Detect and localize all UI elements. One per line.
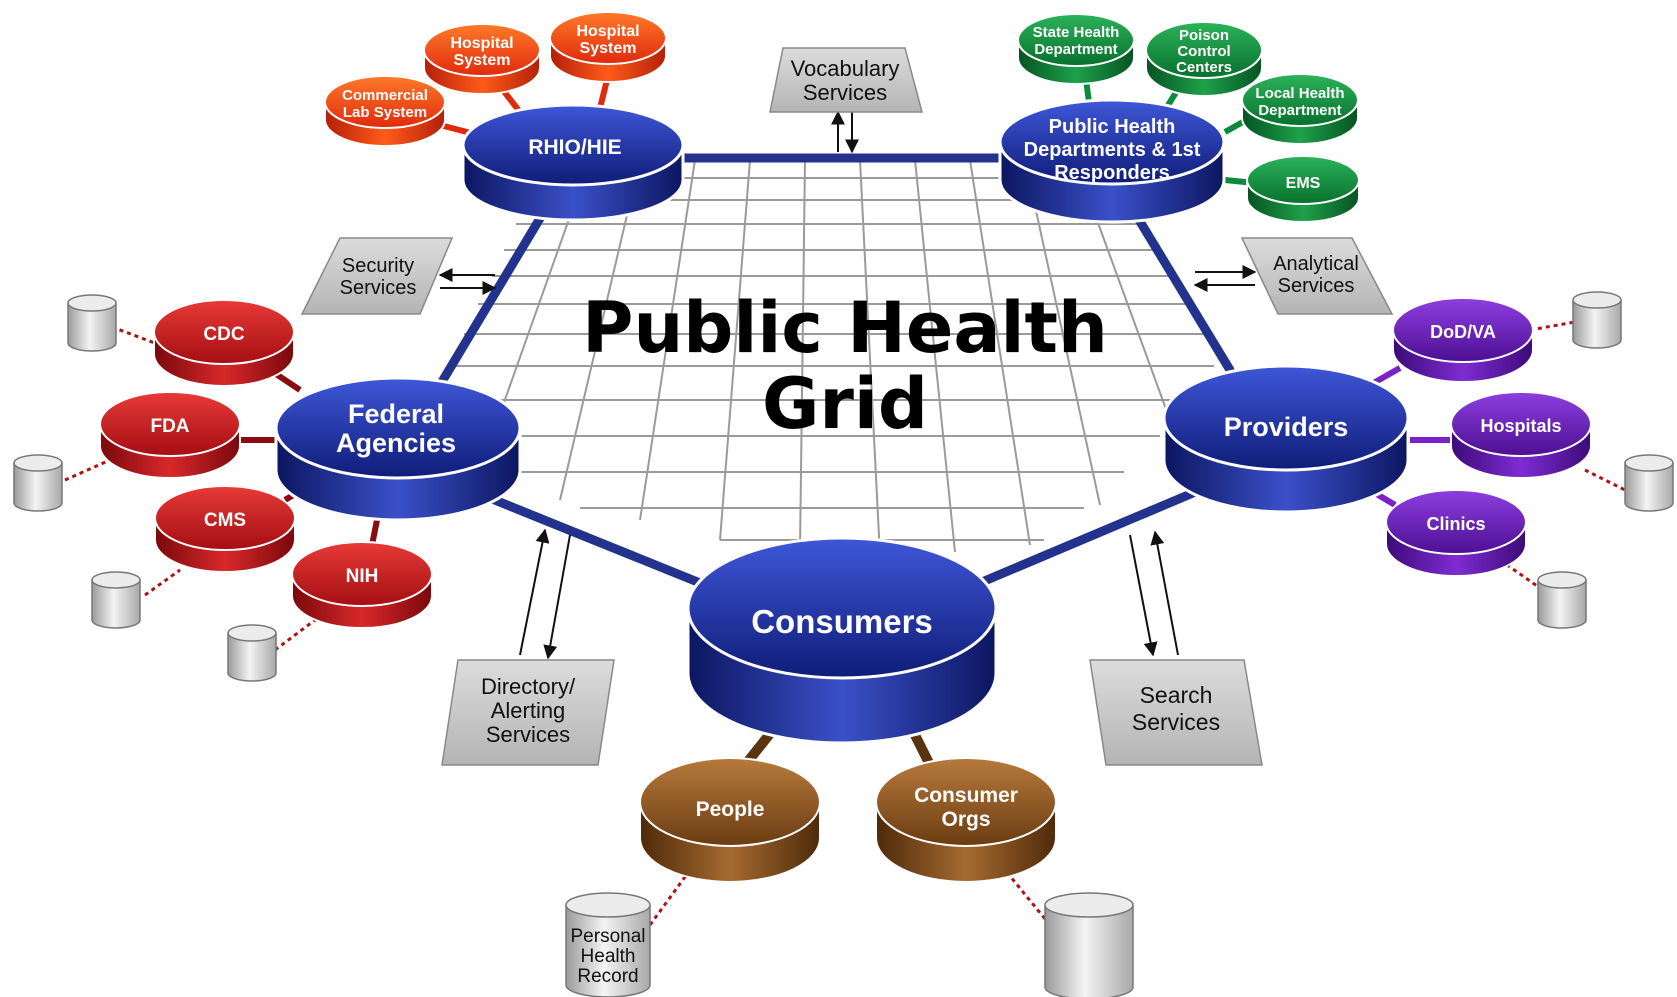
- local-health-department-node[interactable]: Local Health Department: [1241, 73, 1359, 145]
- database-icon: [67, 294, 117, 352]
- connector-rhio-federal: [435, 200, 553, 390]
- federal-agencies-hub[interactable]: Federal Agencies: [274, 376, 522, 522]
- database-icon: [1044, 892, 1134, 997]
- vocabulary-services-line-2: Services: [803, 80, 887, 105]
- hospital-system-node-1[interactable]: Hospital System: [423, 23, 541, 95]
- consumer-orgs-node[interactable]: Consumer Orgs: [875, 757, 1057, 883]
- grid-area: [440, 158, 1230, 560]
- consumers-label: Consumers: [751, 603, 933, 640]
- connector-providers-consumers: [970, 485, 1205, 590]
- personal-health-record-database[interactable]: Personal Health Record: [565, 892, 651, 997]
- database-cylinders: [13, 291, 1674, 997]
- phr-line-1: Personal: [571, 926, 646, 947]
- providers-hub[interactable]: Providers: [1162, 364, 1410, 514]
- hospitals-label: Hospitals: [1480, 416, 1561, 436]
- public-health-line-3: Responders: [1054, 162, 1170, 184]
- hub-connectors: [435, 153, 1235, 590]
- cms-label: CMS: [204, 510, 246, 531]
- phr-line-2: Health: [581, 946, 636, 967]
- hospital-system-2-line-1: Hospital: [576, 23, 639, 40]
- database-icon: [1624, 454, 1674, 512]
- title-line-1: Public Health: [582, 287, 1108, 369]
- database-icon: [227, 624, 277, 682]
- security-services-line-1: Security: [342, 255, 414, 277]
- hospital-system-1-line-1: Hospital: [450, 35, 513, 52]
- hospitals-node[interactable]: Hospitals: [1450, 391, 1592, 479]
- local-health-line-1: Local Health: [1255, 85, 1344, 102]
- state-health-line-1: State Health: [1033, 24, 1120, 41]
- local-health-line-2: Department: [1258, 102, 1341, 119]
- vocabulary-services-box[interactable]: Vocabulary Services: [769, 47, 923, 113]
- poison-control-line-3: Centers: [1176, 59, 1232, 76]
- connector-federal-consumers: [465, 485, 710, 590]
- commercial-lab-line-1: Commercial: [342, 87, 428, 104]
- hospital-system-node-2[interactable]: Hospital System: [549, 11, 667, 83]
- cms-node[interactable]: CMS: [154, 485, 296, 573]
- database-icon: [1537, 571, 1587, 629]
- public-health-departments-hub[interactable]: Public Health Departments & 1st Responde…: [998, 98, 1226, 224]
- fda-label: FDA: [150, 416, 189, 437]
- rhio-hie-hub[interactable]: RHIO/HIE: [461, 103, 685, 222]
- hospital-system-2-line-2: System: [580, 40, 637, 57]
- rhio-hie-label: RHIO/HIE: [528, 136, 621, 159]
- clinics-node[interactable]: Clinics: [1385, 489, 1527, 577]
- commercial-lab-line-2: Lab System: [343, 104, 427, 121]
- directory-alerting-services-box[interactable]: Directory/ Alerting Services: [441, 659, 615, 766]
- poison-control-line-1: Poison: [1179, 27, 1229, 44]
- vocabulary-services-line-1: Vocabulary: [791, 56, 900, 81]
- database-icon: [13, 454, 63, 512]
- search-services-box[interactable]: Search Services: [1089, 659, 1263, 766]
- security-services-line-2: Services: [340, 277, 417, 299]
- database-icon: [91, 571, 141, 629]
- directory-services-line-2: Alerting: [491, 698, 566, 723]
- database-icon: [1572, 291, 1622, 349]
- dod-va-label: DoD/VA: [1430, 322, 1496, 342]
- consumer-orgs-line-2: Orgs: [941, 808, 990, 831]
- fda-node[interactable]: FDA: [99, 391, 241, 479]
- dod-va-node[interactable]: DoD/VA: [1392, 297, 1534, 383]
- consumer-orgs-line-1: Consumer: [914, 784, 1018, 807]
- clinics-label: Clinics: [1426, 514, 1485, 534]
- grid-background: [440, 158, 1230, 560]
- phr-line-3: Record: [577, 966, 638, 987]
- federal-agencies-line-2: Agencies: [336, 428, 456, 458]
- security-services-box[interactable]: Security Services: [300, 237, 454, 315]
- ems-label: EMS: [1286, 175, 1321, 192]
- title-line-2: Grid: [762, 363, 928, 445]
- grid-lines: [450, 159, 1214, 557]
- search-services-line-2: Services: [1132, 709, 1220, 735]
- public-health-line-2: Departments & 1st: [1024, 139, 1201, 161]
- providers-label: Providers: [1224, 412, 1349, 442]
- people-node[interactable]: People: [639, 757, 821, 883]
- cdc-node[interactable]: CDC: [153, 299, 295, 387]
- cdc-label: CDC: [203, 324, 244, 345]
- analytical-services-line-1: Analytical: [1273, 253, 1359, 275]
- directory-services-line-3: Services: [486, 722, 570, 747]
- commercial-lab-system-node[interactable]: Commercial Lab System: [324, 75, 446, 147]
- connector-public-health-providers: [1125, 200, 1235, 375]
- people-label: People: [696, 798, 765, 821]
- directory-services-line-1: Directory/: [481, 674, 576, 699]
- nih-label: NIH: [346, 566, 379, 587]
- state-health-line-2: Department: [1034, 41, 1117, 58]
- hospital-system-1-line-2: System: [454, 52, 511, 69]
- public-health-line-1: Public Health: [1049, 116, 1176, 138]
- federal-agencies-line-1: Federal: [348, 399, 444, 429]
- nih-node[interactable]: NIH: [291, 541, 433, 629]
- poison-control-line-2: Control: [1177, 43, 1230, 60]
- consumers-hub[interactable]: Consumers: [686, 536, 998, 745]
- analytical-services-box[interactable]: Analytical Services: [1240, 237, 1394, 315]
- service-arrows: [438, 110, 1257, 660]
- ems-node[interactable]: EMS: [1246, 155, 1360, 223]
- grid-title: Public Health Grid: [582, 287, 1108, 445]
- analytical-services-line-2: Services: [1278, 275, 1355, 297]
- search-services-line-1: Search: [1140, 682, 1213, 708]
- poison-control-centers-node[interactable]: Poison Control Centers: [1145, 21, 1263, 97]
- state-health-department-node[interactable]: State Health Department: [1017, 13, 1135, 85]
